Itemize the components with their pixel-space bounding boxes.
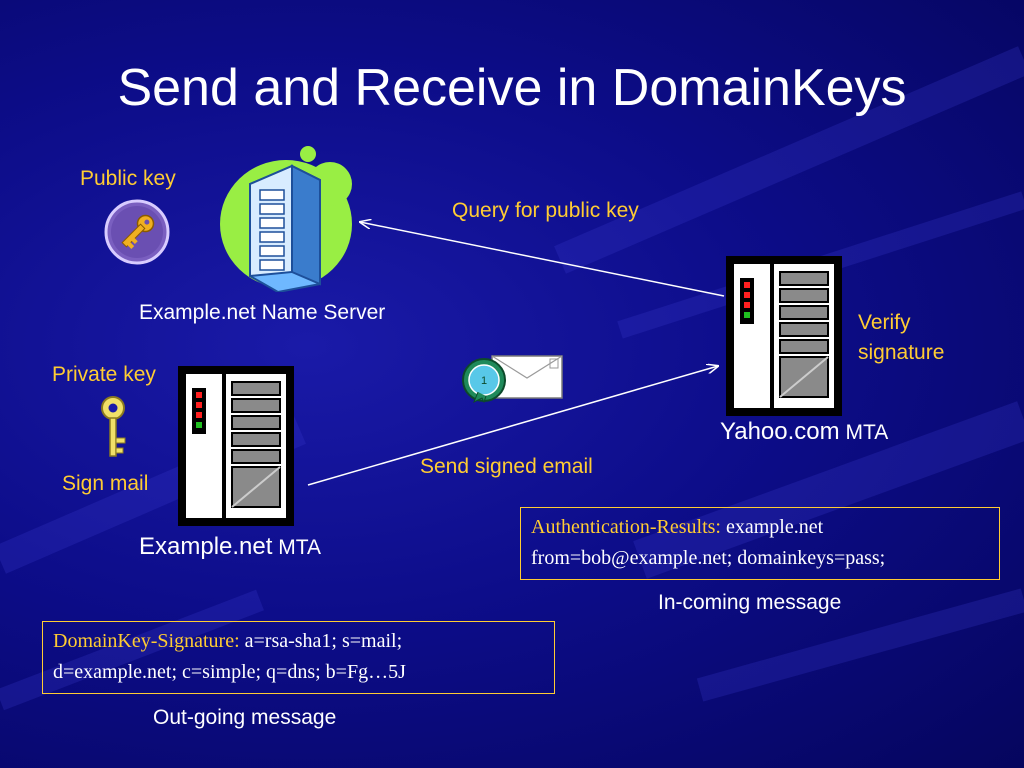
incoming-header-key: Authentication-Results:	[531, 516, 721, 538]
send-arrow-label: Send signed email	[420, 455, 593, 478]
public-key-icon	[103, 198, 171, 266]
receiver-mta-caption-main: Yahoo.com	[720, 418, 840, 445]
outgoing-caption: Out-going message	[153, 706, 337, 729]
sign-mail-label: Sign mail	[62, 472, 149, 495]
sender-mta-caption: Example.net MTA	[139, 533, 321, 562]
verify-signature-label: Verify signature	[858, 308, 944, 369]
svg-text:1: 1	[481, 375, 487, 387]
sender-mta-server-icon	[178, 366, 294, 526]
signed-envelope-icon: 1	[460, 352, 564, 404]
sender-mta-caption-suffix: MTA	[278, 536, 322, 559]
incoming-line1-value: example.net	[725, 516, 824, 538]
name-server-caption: Example.net Name Server	[139, 301, 386, 324]
incoming-line2: from=bob@example.net; domainkeys=pass;	[531, 547, 886, 569]
receiver-mta-caption: Yahoo.com MTA	[720, 418, 888, 447]
private-key-label: Private key	[52, 363, 156, 386]
outgoing-message-box: DomainKey-Signature: a=rsa-sha1; s=mail;…	[42, 621, 555, 694]
receiver-mta-server-icon	[726, 256, 842, 416]
incoming-message-box: Authentication-Results: example.net from…	[520, 507, 1000, 580]
verify-signature-line2: signature	[858, 341, 945, 365]
verify-signature-line1: Verify	[858, 311, 911, 334]
receiver-mta-caption-suffix: MTA	[845, 421, 889, 444]
outgoing-line1-value: a=rsa-sha1; s=mail;	[244, 630, 403, 652]
sender-mta-caption-main: Example.net	[139, 533, 273, 560]
name-server-icon	[212, 144, 368, 292]
slide-title: Send and Receive in DomainKeys	[117, 59, 907, 117]
incoming-caption: In-coming message	[658, 591, 842, 614]
query-arrow	[360, 222, 725, 297]
public-key-label: Public key	[80, 167, 176, 190]
outgoing-line2: d=example.net; c=simple; q=dns; b=Fg…5J	[53, 661, 406, 683]
outgoing-line1: DomainKey-Signature: a=rsa-sha1; s=mail;	[53, 626, 544, 657]
incoming-line1: Authentication-Results: example.net	[531, 512, 989, 543]
query-arrow-label: Query for public key	[452, 199, 639, 222]
outgoing-header-key: DomainKey-Signature:	[53, 630, 240, 652]
private-key-icon	[96, 394, 132, 460]
